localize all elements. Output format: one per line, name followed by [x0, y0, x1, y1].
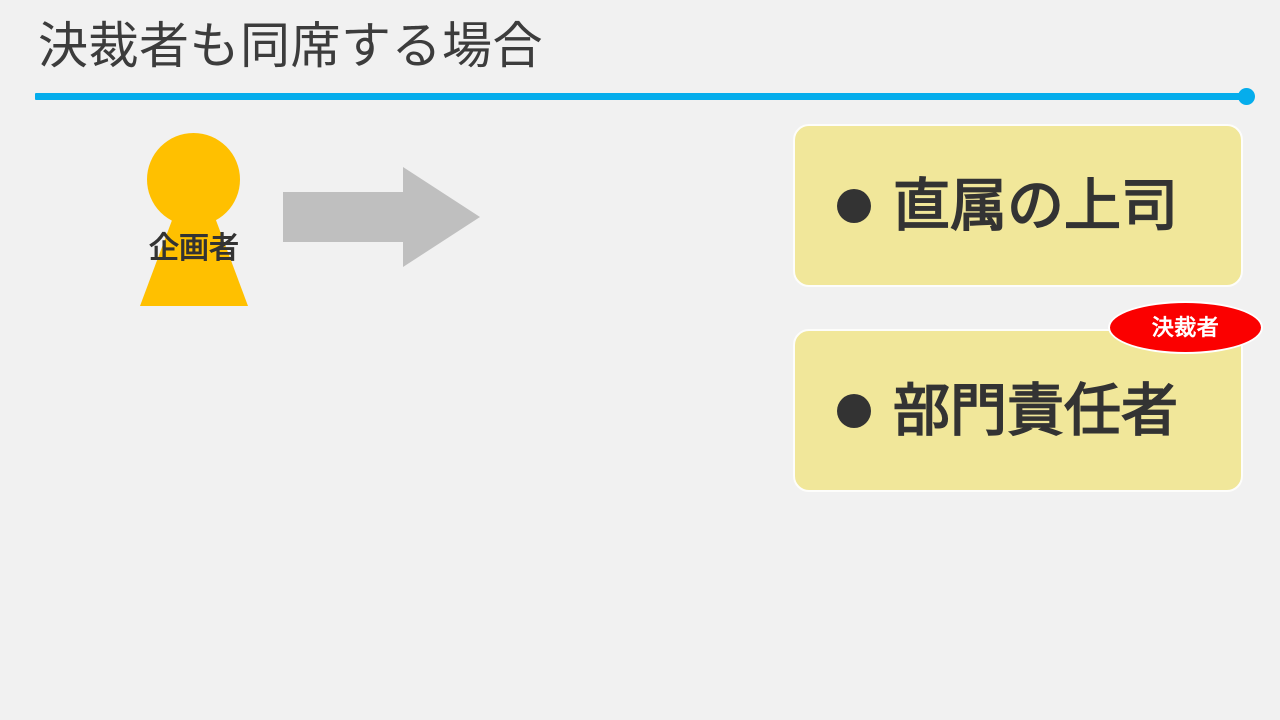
title-rule-end-dot: [1238, 88, 1255, 105]
page-title: 決裁者も同席する場合: [38, 18, 543, 74]
role-card-department-head[interactable]: 部門責任者: [793, 329, 1243, 492]
person-label: 企画者: [149, 232, 239, 265]
bullet-icon: [837, 393, 871, 428]
role-card-label: 直属の上司: [893, 173, 1178, 238]
status-badge-decision-maker: 決裁者: [1108, 301, 1263, 354]
person-head-icon: [147, 133, 240, 226]
person-figure: 企画者: [140, 128, 248, 306]
title-underline-rule: [35, 93, 1245, 100]
role-card-label: 部門責任者: [893, 378, 1178, 443]
bullet-icon: [837, 188, 871, 223]
right-arrow-icon: [283, 167, 480, 267]
role-card-direct-supervisor[interactable]: 直属の上司: [793, 124, 1243, 287]
status-badge-label: 決裁者: [1151, 314, 1220, 340]
